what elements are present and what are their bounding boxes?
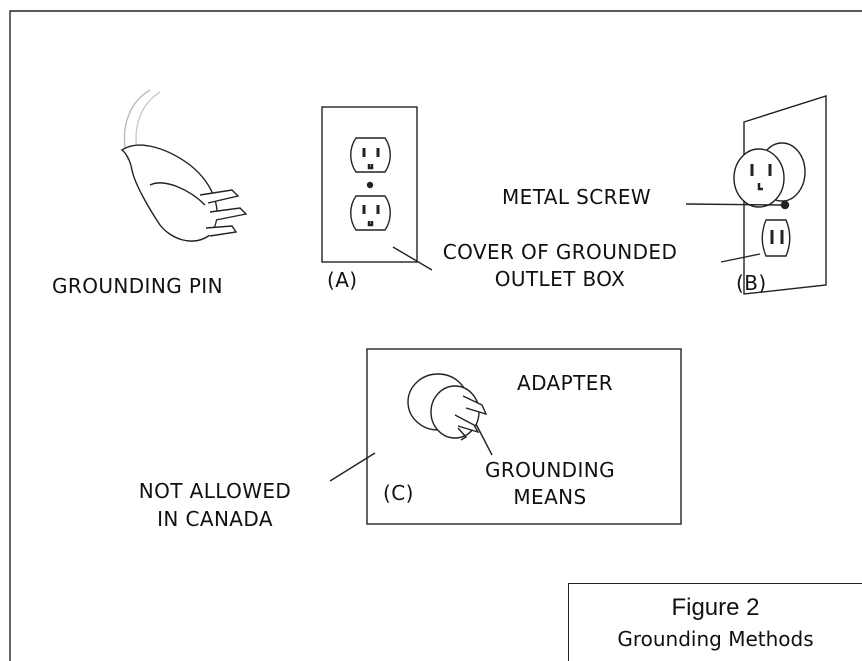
label-b: (B) bbox=[736, 271, 767, 295]
diagram-border bbox=[9, 10, 862, 661]
adapter-illustration bbox=[407, 373, 488, 441]
metal-screw-label: METAL SCREW bbox=[502, 185, 652, 209]
grounding-pin-label: GROUNDING PIN bbox=[52, 274, 223, 298]
not-allowed-line1: NOT ALLOWED bbox=[138, 479, 292, 503]
cover-label-line2: OUTLET BOX bbox=[494, 267, 626, 291]
label-c: (C) bbox=[383, 481, 414, 505]
figure-caption-box: Figure 2 Grounding Methods bbox=[568, 583, 862, 661]
adapter-label: ADAPTER bbox=[517, 371, 614, 395]
label-a: (A) bbox=[327, 268, 358, 292]
outlet-with-metal-screw-illustration bbox=[685, 95, 827, 295]
grounding-means-line1: GROUNDING bbox=[484, 458, 616, 482]
three-prong-plug-illustration bbox=[120, 89, 248, 242]
grounded-outlet-cover-illustration bbox=[321, 106, 433, 271]
not-allowed-line2: IN CANADA bbox=[157, 507, 273, 531]
figure-title: Figure 2 bbox=[671, 594, 760, 621]
adapter-box bbox=[329, 348, 682, 525]
cover-label-line1: COVER OF GROUNDED bbox=[442, 240, 678, 264]
figure-subtitle: Grounding Methods bbox=[617, 627, 814, 651]
grounding-means-line2: MEANS bbox=[513, 485, 587, 509]
